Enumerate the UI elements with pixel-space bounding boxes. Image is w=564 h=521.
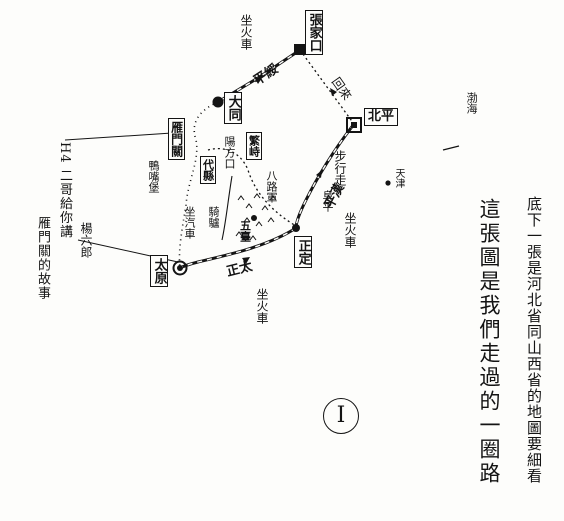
route-note-by-car: 坐汽車 bbox=[183, 206, 196, 239]
mountain-hatching bbox=[235, 193, 277, 241]
route-note-train-1: 坐火車 bbox=[239, 14, 253, 50]
route-note-train-2: 坐火車 bbox=[343, 212, 357, 248]
city-marker-zhengding bbox=[292, 224, 300, 232]
city-marker-peiping bbox=[346, 117, 362, 133]
city-label-fuping: 阜平 bbox=[321, 190, 334, 212]
tianjin-label: 天津 bbox=[393, 168, 404, 188]
city-label-datong: 大同 bbox=[224, 92, 242, 124]
city-marker-wutai bbox=[251, 215, 257, 221]
route-note-train-3: 坐火車 bbox=[255, 288, 269, 324]
city-label-fanzhi: 繁峙 bbox=[246, 132, 262, 160]
city-label-zhengding: 正定 bbox=[294, 236, 312, 268]
left-note-line-2: 雁門關的故事 bbox=[35, 216, 50, 300]
city-label-zhangjiakou: 張家口 bbox=[305, 10, 323, 55]
railway-zhengtai bbox=[179, 226, 297, 270]
sea-label: 渤海 bbox=[465, 92, 478, 114]
leader-line bbox=[64, 132, 173, 141]
city-label-chimoshui: 鴨嘴堡 bbox=[147, 160, 160, 193]
route-note-army: 八路軍 bbox=[265, 170, 278, 203]
arrow-mark bbox=[254, 77, 262, 84]
city-label-yanmenguan: 雁門關 bbox=[168, 118, 185, 160]
arrow-mark bbox=[316, 170, 322, 178]
route-return bbox=[299, 49, 355, 125]
city-marker-taiyuan bbox=[172, 260, 188, 276]
plate-number: I bbox=[323, 398, 359, 434]
railway-pinghan-ties bbox=[295, 123, 355, 229]
city-label-wutai: 五臺 bbox=[238, 220, 252, 242]
route-branch bbox=[221, 175, 233, 241]
left-note-side: 楊六郎 bbox=[79, 222, 93, 258]
note-mark bbox=[442, 145, 460, 151]
right-note-col-2: 底下一張是河北省同山西省的地圖要細看 bbox=[525, 196, 543, 484]
arrow-mark bbox=[242, 257, 250, 264]
city-marker-peiping-inner bbox=[351, 122, 357, 128]
tianjin-dot bbox=[385, 180, 391, 186]
arrow-mark bbox=[330, 88, 337, 96]
route-note-walk: 步行走 bbox=[333, 150, 347, 186]
left-note-line-1: H4 二哥給你講 bbox=[57, 142, 72, 239]
right-note-col-1: 這張圖是我們走過的一圈路 bbox=[477, 198, 501, 486]
city-marker-zhangjiakou bbox=[294, 44, 305, 55]
city-marker-taiyuan-inner bbox=[177, 265, 183, 271]
city-marker-datong bbox=[212, 96, 224, 108]
route-trek bbox=[207, 147, 297, 227]
route-note-horse: 騎驢 bbox=[207, 206, 220, 228]
city-label-daixian: 代縣 bbox=[200, 156, 216, 184]
city-label-peiping: 北平 bbox=[364, 108, 399, 126]
city-label-taiyuan: 太原 bbox=[150, 255, 168, 287]
city-label-yangfangkou: 陽方口 bbox=[223, 136, 236, 169]
route-walk bbox=[178, 101, 219, 269]
